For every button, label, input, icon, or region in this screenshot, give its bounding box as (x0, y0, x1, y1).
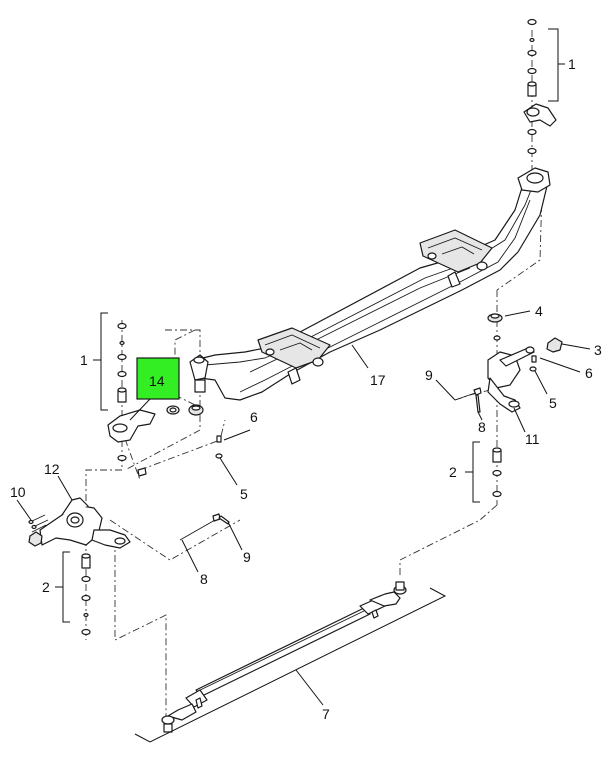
callout-12: 12 (44, 461, 60, 477)
axle-beam (189, 167, 551, 401)
callout-17: 17 (370, 372, 386, 388)
callout-6-right: 6 (585, 365, 593, 381)
right-kingpin-kit-stack (523, 18, 557, 155)
callout-1-top: 1 (568, 56, 576, 72)
callout-8-right: 8 (478, 419, 486, 435)
callout-6-left: 6 (250, 409, 258, 425)
callout-14-label: 14 (149, 373, 165, 389)
callout-2-right: 2 (449, 464, 457, 480)
callout-7: 7 (322, 706, 330, 722)
callout-2-left: 2 (42, 579, 50, 595)
highlight-box[interactable] (136, 357, 180, 400)
callout-9-left: 9 (243, 549, 251, 565)
callout-8-left: 8 (200, 571, 208, 587)
callout-5-right: 5 (549, 395, 557, 411)
callout-numbers: 1 1 2 2 3 4 5 5 6 6 7 8 8 9 9 10 11 12 1… (10, 56, 602, 722)
callout-9-right: 9 (425, 367, 433, 383)
callout-10: 10 (10, 484, 26, 500)
left-knuckle-spindle (28, 435, 230, 636)
callout-11: 11 (525, 431, 540, 447)
callout-5-left: 5 (240, 486, 248, 502)
callout-3: 3 (594, 342, 602, 358)
callout-1-left: 1 (80, 352, 88, 368)
callout-brackets (16, 28, 591, 743)
left-kingpin-kit-stack (107, 322, 204, 462)
callout-4: 4 (535, 303, 543, 319)
tie-rod-assembly (161, 581, 407, 733)
right-knuckle-assembly (454, 313, 563, 498)
highlighted-part-14[interactable]: 14 (136, 357, 180, 400)
